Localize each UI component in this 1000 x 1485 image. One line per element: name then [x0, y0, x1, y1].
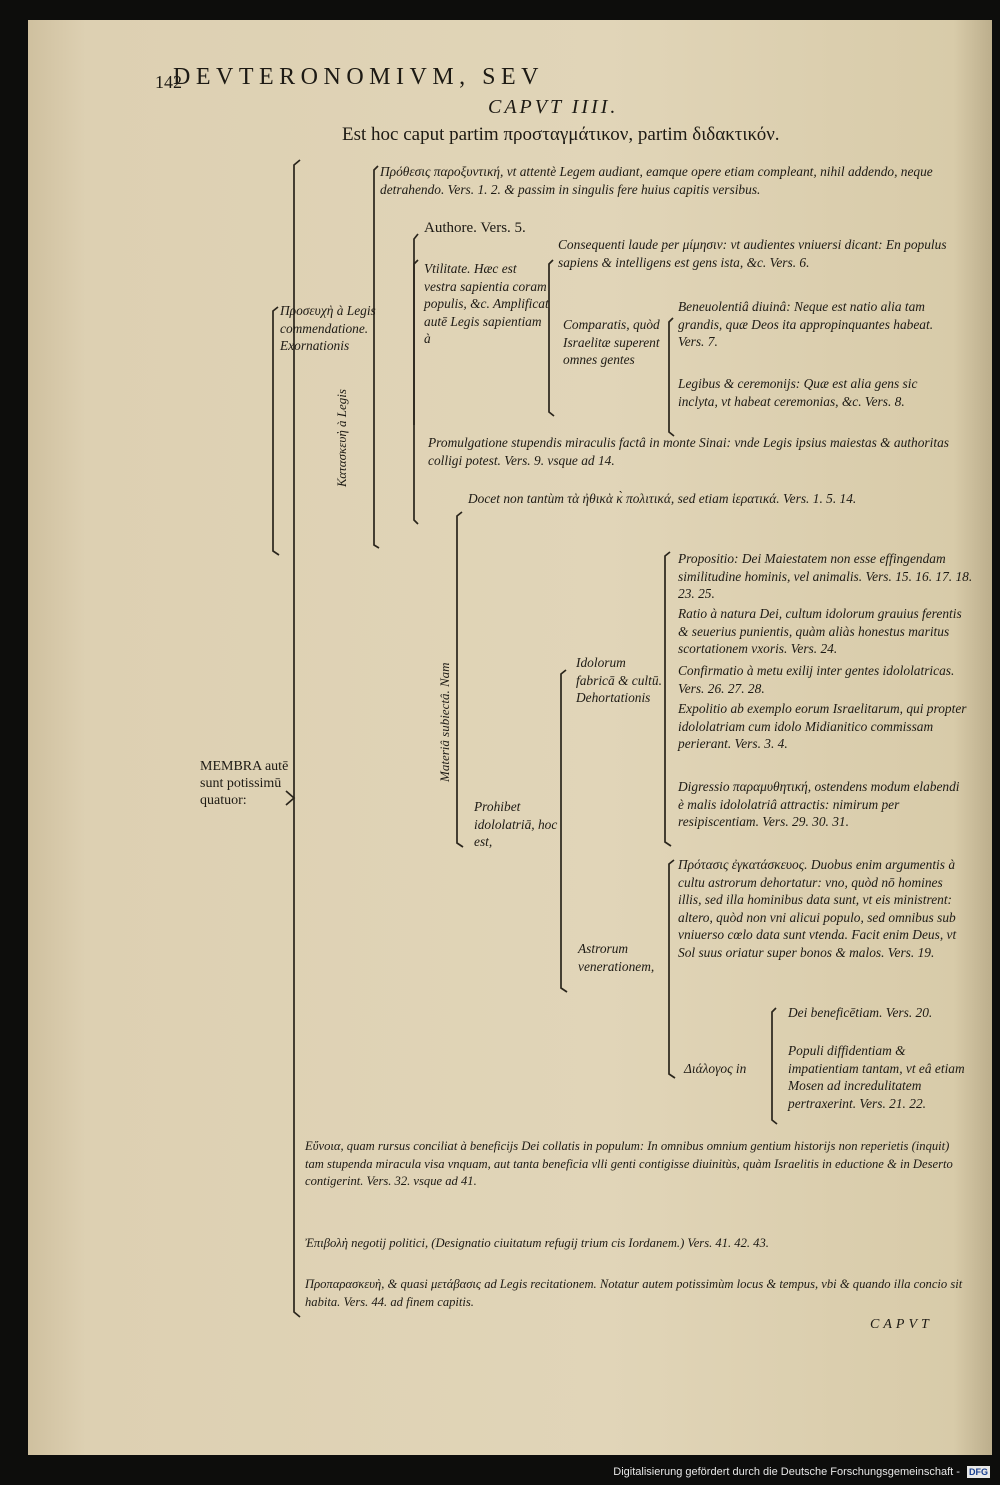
vtilitate-brace [413, 259, 419, 425]
astrorum-text: Astrorum venerationem, [578, 941, 655, 974]
vtilitate-text: Vtilitate. Hæc est vestra sapientia cora… [424, 261, 549, 346]
digressio-text: Digressio παραμυθητική, ostendens modum … [678, 779, 960, 829]
root-brace-point [285, 790, 296, 806]
ratio-text: Ratio à natura Dei, cultum idolorum grau… [678, 606, 962, 656]
running-title: DEVTERONOMIVM, SEV [173, 64, 544, 90]
beneuolentia-text: Beneuolentiâ diuinâ: Neque est natio ali… [678, 299, 934, 349]
branch4-text: Προπαρασκευὴ, & quasi μετάβασις ad Legis… [305, 1277, 963, 1309]
root-label: MEMBRA autē sunt potissimū quatuor: [200, 759, 289, 808]
promulgatione-text: Promulgatione stupendis miraculis factâ … [428, 435, 949, 468]
propositio-idol-text: Propositio: Dei Maiestatem non esse effi… [678, 551, 973, 601]
dialogos-brace [771, 1007, 778, 1125]
dfg-logo: DFG [967, 1466, 990, 1479]
idolorum-text: Idolorum fabricā & cultū. Dehortationis [576, 655, 662, 705]
materia-brace [456, 511, 464, 848]
catchword: CAPVT [870, 1317, 933, 1332]
protasis-astr-text: Πρότασις ἐγκατάσκευος. Duobus enim argum… [678, 857, 957, 960]
materia-label: Materiâ subiectâ. Nam [437, 662, 452, 782]
populi-text: Populi diffidentiam & impatientiam tanta… [788, 1043, 965, 1111]
idolorum-brace [664, 551, 672, 847]
prohibet-brace [560, 669, 568, 993]
branch2-text: Εὔνοια, quam rursus conciliat à benefici… [305, 1139, 953, 1188]
book-page: 142 DEVTERONOMIVM, SEV CAPVT IIII. Est h… [28, 20, 992, 1455]
astrorum-brace [668, 859, 676, 1079]
chapter-subtitle: Est hoc caput partim προσταγμάτικον, par… [342, 124, 780, 145]
comparatio-brace [668, 317, 675, 437]
branch1-label: Προσευχὴ à Legis commendatione. Exornati… [280, 303, 376, 353]
root-brace [293, 159, 301, 1318]
bracket-lines [272, 159, 778, 1318]
footer-credit: Digitalisierung gefördert durch die Deut… [520, 1463, 990, 1481]
legibus-text: Legibus & ceremonijs: Quæ est alia gens … [678, 376, 918, 409]
authore-text: Authore. Vers. 5. [424, 220, 526, 236]
branch1-brace [272, 306, 280, 556]
comparatio-text: Comparatis, quòd Israelitæ superent omne… [563, 317, 660, 367]
dei-benef-text: Dei beneficētiam. Vers. 20. [788, 1005, 933, 1020]
amplificat-brace [548, 259, 555, 417]
confirmatio-text: Confirmatio à metu exilij inter gentes i… [678, 663, 955, 696]
prohibet-text: Prohibet idololatriā, hoc est, [474, 799, 558, 849]
chapter-heading: CAPVT IIII. [488, 96, 619, 118]
page-number: 142 [155, 72, 182, 92]
branch3-text: Ἐπιβολὴ negotij politici, (Designatio ci… [305, 1236, 769, 1250]
dialogos-text: Διάλογος in [684, 1061, 747, 1076]
kataskeue-label: Κατασκευὴ à Legis [334, 389, 349, 487]
propositio-brace [373, 165, 380, 549]
propositio-text: Πρόθεσις παροξυντική, vt attentè Legem a… [380, 164, 933, 197]
footer-text: Digitalisierung gefördert durch die Deut… [613, 1466, 960, 1478]
expolitio-text: Expolitio ab exemplo eorum Israelitarum,… [678, 701, 967, 751]
consequenti-text: Consequenti laude per μίμησιν: vt audien… [558, 237, 947, 270]
docet-text: Docet non tantùm τὰ ἠθικὰ κ̀ πολιτικά, s… [468, 491, 857, 506]
